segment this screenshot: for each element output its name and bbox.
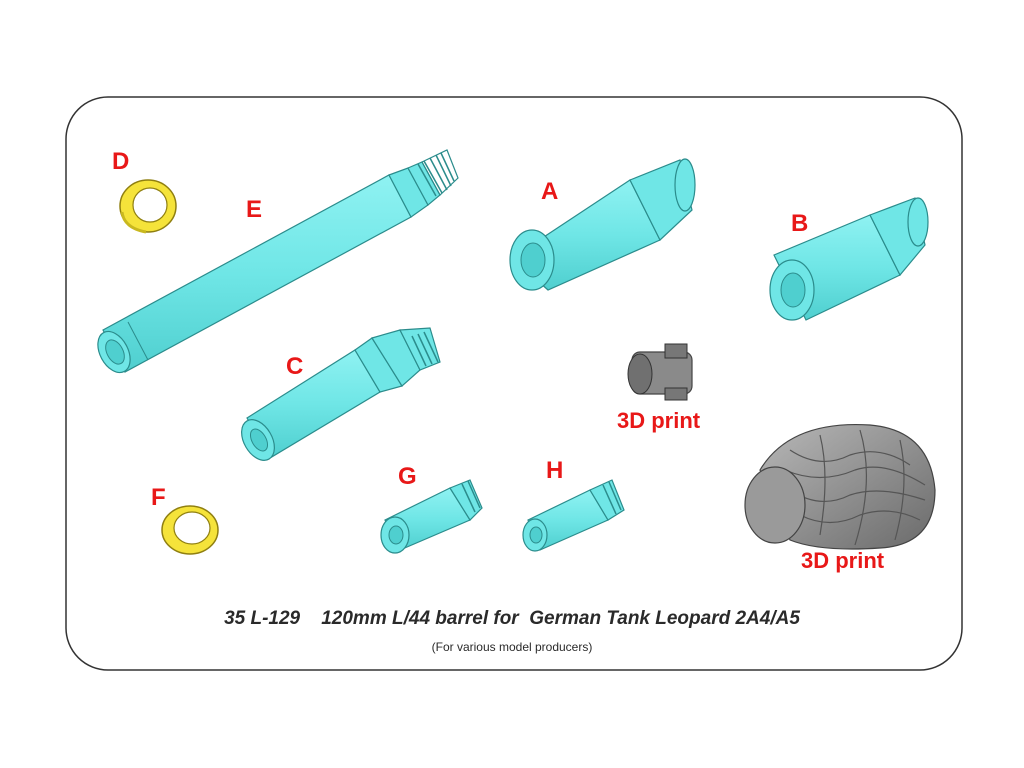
- caption-subtitle: (For various model producers): [431, 640, 593, 654]
- part-f-ring: [161, 505, 219, 555]
- label-c: C: [286, 353, 304, 380]
- part-g-adapter: [380, 479, 483, 554]
- label-a: A: [541, 178, 559, 205]
- label-b: B: [791, 210, 809, 237]
- card-frame: [65, 96, 963, 671]
- part-c-barrel: [241, 327, 441, 461]
- part-a-sleeve: [509, 158, 696, 291]
- part-d-ring: [119, 179, 177, 234]
- label-3d-print-large: 3D print: [801, 548, 885, 573]
- label-3d-print-small: 3D print: [617, 408, 701, 433]
- label-g: G: [398, 463, 417, 490]
- label-f: F: [151, 484, 166, 511]
- part-b-sleeve: [769, 197, 929, 321]
- part-3d-print-small: [627, 343, 693, 401]
- label-e: E: [246, 196, 263, 223]
- part-e-barrel: [97, 149, 459, 374]
- part-h-adapter: [522, 479, 625, 552]
- label-d: D: [112, 148, 130, 175]
- caption-title: 35 L-129 120mm L/44 barrel for German Ta…: [224, 608, 800, 629]
- part-3d-print-large: [744, 423, 936, 550]
- label-h: H: [546, 457, 564, 484]
